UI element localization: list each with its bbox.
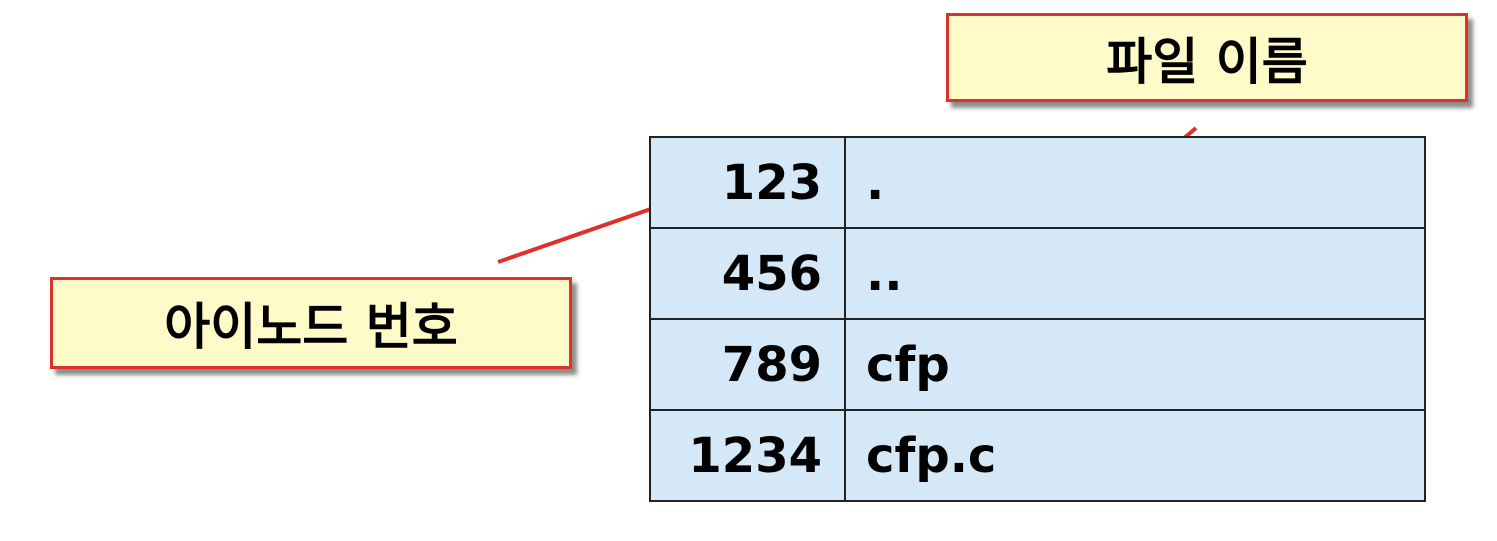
filename-callout: 파일 이름 <box>946 13 1468 102</box>
table-row: 456 .. <box>649 227 1426 320</box>
table-row: 789 cfp <box>649 318 1426 411</box>
filename-cell: cfp.c <box>844 409 1426 502</box>
filename-callout-label: 파일 이름 <box>1106 32 1308 91</box>
filename-cell: .. <box>844 227 1426 320</box>
inode-cell: 456 <box>649 227 846 320</box>
table-row: 123 . <box>649 136 1426 229</box>
inode-cell: 789 <box>649 318 846 411</box>
filename-cell: . <box>844 136 1426 229</box>
directory-entry-table: 123 . 456 .. 789 cfp 1234 cfp.c <box>649 136 1426 502</box>
table-row: 1234 cfp.c <box>649 409 1426 502</box>
inode-cell: 123 <box>649 136 846 229</box>
inode-cell: 1234 <box>649 409 846 502</box>
inode-callout-label: 아이노드 번호 <box>164 298 458 356</box>
filename-cell: cfp <box>844 318 1426 411</box>
inode-number-callout: 아이노드 번호 <box>50 277 572 369</box>
inode-connector-line <box>497 201 669 264</box>
